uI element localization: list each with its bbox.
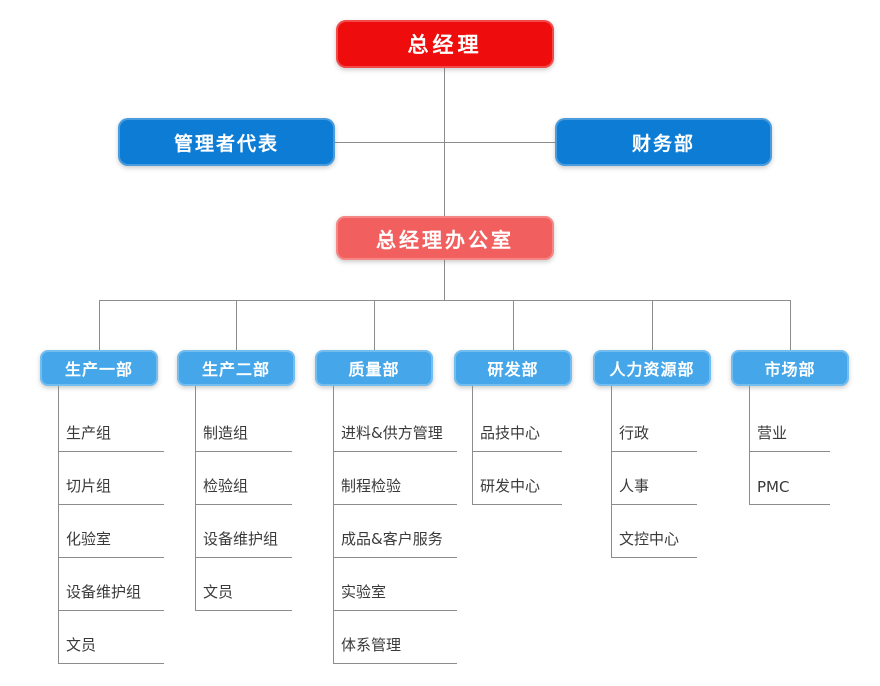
sublist-item: PMC bbox=[750, 452, 830, 505]
connector-drop-dept-6 bbox=[790, 300, 791, 350]
connector-departments-distributor bbox=[99, 300, 790, 301]
node-gm-office: 总经理办公室 bbox=[336, 216, 554, 260]
sublist-item: 进料&供方管理 bbox=[334, 386, 457, 452]
sublist-item: 设备维护组 bbox=[196, 505, 292, 558]
node-dept-hr: 人力资源部 bbox=[593, 350, 711, 386]
sublist-item: 生产组 bbox=[59, 386, 164, 452]
node-dept-rnd: 研发部 bbox=[454, 350, 572, 386]
sublist-item: 设备维护组 bbox=[59, 558, 164, 611]
node-finance-department: 财务部 bbox=[555, 118, 772, 166]
node-dept-production-2: 生产二部 bbox=[177, 350, 295, 386]
sublist-quality: 进料&供方管理 制程检验 成品&客户服务 实验室 体系管理 bbox=[333, 386, 457, 664]
sublist-item: 制程检验 bbox=[334, 452, 457, 505]
sublist-production-2: 制造组 检验组 设备维护组 文员 bbox=[195, 386, 292, 611]
sublist-item: 人事 bbox=[612, 452, 697, 505]
node-management-representative: 管理者代表 bbox=[118, 118, 335, 166]
sublist-item: 文控中心 bbox=[612, 505, 697, 558]
sublist-item: 文员 bbox=[59, 611, 164, 664]
node-dept-quality: 质量部 bbox=[315, 350, 433, 386]
sublist-item: 制造组 bbox=[196, 386, 292, 452]
node-dept-market: 市场部 bbox=[731, 350, 849, 386]
sublist-item: 切片组 bbox=[59, 452, 164, 505]
sublist-item: 文员 bbox=[196, 558, 292, 611]
connector-drop-dept-4 bbox=[513, 300, 514, 350]
sublist-production-1: 生产组 切片组 化验室 设备维护组 文员 bbox=[58, 386, 164, 664]
sublist-item: 检验组 bbox=[196, 452, 292, 505]
connector-drop-dept-3 bbox=[374, 300, 375, 350]
connector-office-down-vertical bbox=[444, 260, 445, 300]
connector-mgmtrep-finance-horizontal bbox=[335, 142, 555, 143]
sublist-rnd: 品技中心 研发中心 bbox=[472, 386, 562, 505]
sublist-item: 研发中心 bbox=[473, 452, 562, 505]
sublist-item: 实验室 bbox=[334, 558, 457, 611]
node-general-manager: 总经理 bbox=[336, 20, 554, 68]
connector-drop-dept-5 bbox=[652, 300, 653, 350]
node-dept-production-1: 生产一部 bbox=[40, 350, 158, 386]
sublist-hr: 行政 人事 文控中心 bbox=[611, 386, 697, 558]
sublist-item: 品技中心 bbox=[473, 386, 562, 452]
sublist-item: 体系管理 bbox=[334, 611, 457, 664]
sublist-market: 营业 PMC bbox=[749, 386, 830, 505]
sublist-item: 成品&客户服务 bbox=[334, 505, 457, 558]
sublist-item: 化验室 bbox=[59, 505, 164, 558]
connector-drop-dept-2 bbox=[236, 300, 237, 350]
connector-drop-dept-1 bbox=[99, 300, 100, 350]
sublist-item: 行政 bbox=[612, 386, 697, 452]
sublist-item: 营业 bbox=[750, 386, 830, 452]
